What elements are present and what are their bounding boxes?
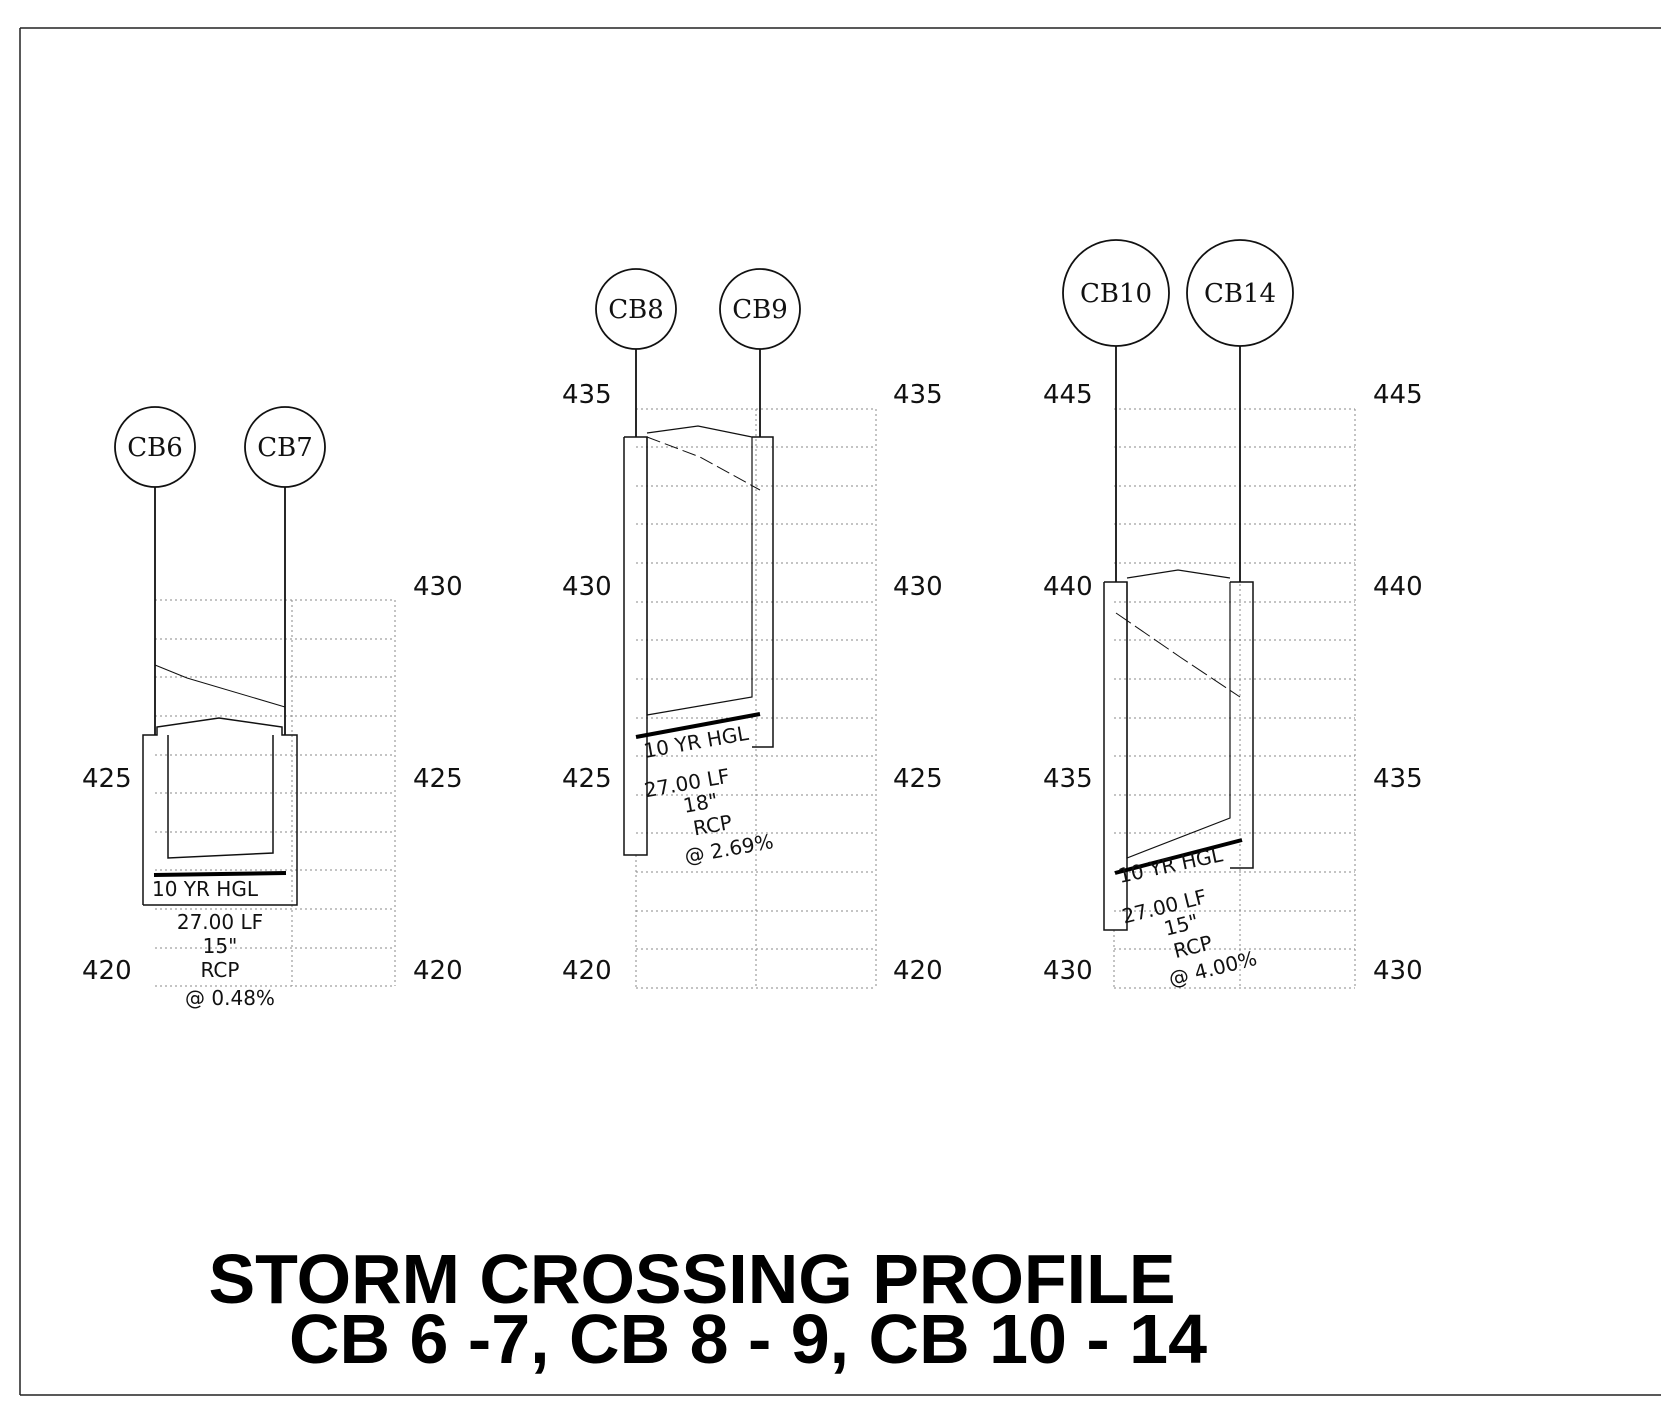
elevation-label: 435 (1043, 764, 1093, 794)
profile-cb6-cb7: CB6 CB7 10 YR HGL 27.00 LF 15" RCP @ 0.4… (82, 406, 463, 1010)
pipe-outline (167, 735, 274, 859)
grid (155, 599, 396, 987)
elevation-label: 420 (413, 956, 463, 986)
structure-bubble-cb6: CB6 (114, 406, 196, 488)
profile-cb8-cb9: CB8 CB9 10 YR HGL 27.00 LF 18" RCP @ 2.6… (562, 268, 943, 989)
elevation-label: 440 (1373, 572, 1423, 602)
hgl-line (635, 712, 761, 739)
pipe-callout: 27.00 LF 15" RCP @ 0.48% (177, 910, 275, 1010)
structure-wall (623, 436, 648, 856)
pipe-size: 15" (203, 934, 238, 958)
elevation-label: 435 (1373, 764, 1423, 794)
ground-line (646, 425, 753, 438)
structure-label: CB9 (732, 295, 788, 325)
elevation-label: 420 (893, 956, 943, 986)
pipe-callout: 27.00 LF 18" RCP @ 2.69% (642, 764, 775, 869)
hgl-label: 10 YR HGL (152, 877, 259, 901)
ground-line (186, 677, 286, 708)
pipe-outline (646, 437, 753, 716)
pipe-outline (1126, 582, 1231, 859)
elevation-label: 430 (1043, 956, 1093, 986)
elevation-label: 425 (893, 764, 943, 794)
elevation-label: 435 (893, 380, 943, 410)
pipe-callout: 27.00 LF 15" RCP @ 4.00% (1119, 884, 1259, 991)
elevation-label: 425 (82, 764, 132, 794)
grid (635, 408, 877, 989)
elevation-label: 430 (413, 572, 463, 602)
hgl-label: 10 YR HGL (1116, 842, 1225, 888)
elevation-label: 430 (562, 572, 612, 602)
structure-label: CB10 (1080, 279, 1152, 309)
elevation-label: 425 (562, 764, 612, 794)
elevation-label: 425 (413, 764, 463, 794)
hgl-line (153, 871, 287, 877)
elevation-label: 445 (1373, 380, 1423, 410)
hgl-line (1114, 838, 1243, 875)
structure-bubble-cb14: CB14 (1186, 239, 1294, 347)
structure-label: CB6 (127, 433, 183, 463)
structure-bubble-cb9: CB9 (719, 268, 801, 350)
structure-bubble-cb10: CB10 (1062, 239, 1170, 347)
pipe-slope: @ 0.48% (185, 986, 275, 1010)
elevation-label: 420 (562, 956, 612, 986)
elevation-label: 420 (82, 956, 132, 986)
elevation-label: 440 (1043, 572, 1093, 602)
structure-outline (142, 717, 298, 906)
pipe-size: 18" (681, 788, 719, 818)
drawing-title: STORM CROSSING PROFILE (208, 1240, 1175, 1318)
ground-line (646, 436, 761, 491)
ground-line (154, 664, 188, 679)
structure-label: CB14 (1204, 279, 1276, 309)
elevation-label: 430 (893, 572, 943, 602)
ground-line (1115, 612, 1241, 698)
structure-wall (1103, 581, 1128, 931)
elevation-label: 435 (562, 380, 612, 410)
structure-label: CB8 (608, 295, 664, 325)
structure-label: CB7 (257, 433, 313, 463)
structure-bubble-cb7: CB7 (244, 406, 326, 488)
ground-line (1126, 569, 1231, 579)
pipe-length: 27.00 LF (177, 910, 263, 934)
profile-cb10-cb14: CB10 CB14 10 YR HGL 27.00 LF 15" RCP @ 4… (1043, 239, 1423, 991)
structure-wall (1230, 581, 1254, 869)
structure-bubble-cb8: CB8 (595, 268, 677, 350)
pipe-material: RCP (201, 958, 240, 982)
drawing-subtitle: CB 6 -7, CB 8 - 9, CB 10 - 14 (289, 1300, 1207, 1378)
structure-wall (752, 436, 774, 748)
elevation-label: 430 (1373, 956, 1423, 986)
elevation-label: 445 (1043, 380, 1093, 410)
